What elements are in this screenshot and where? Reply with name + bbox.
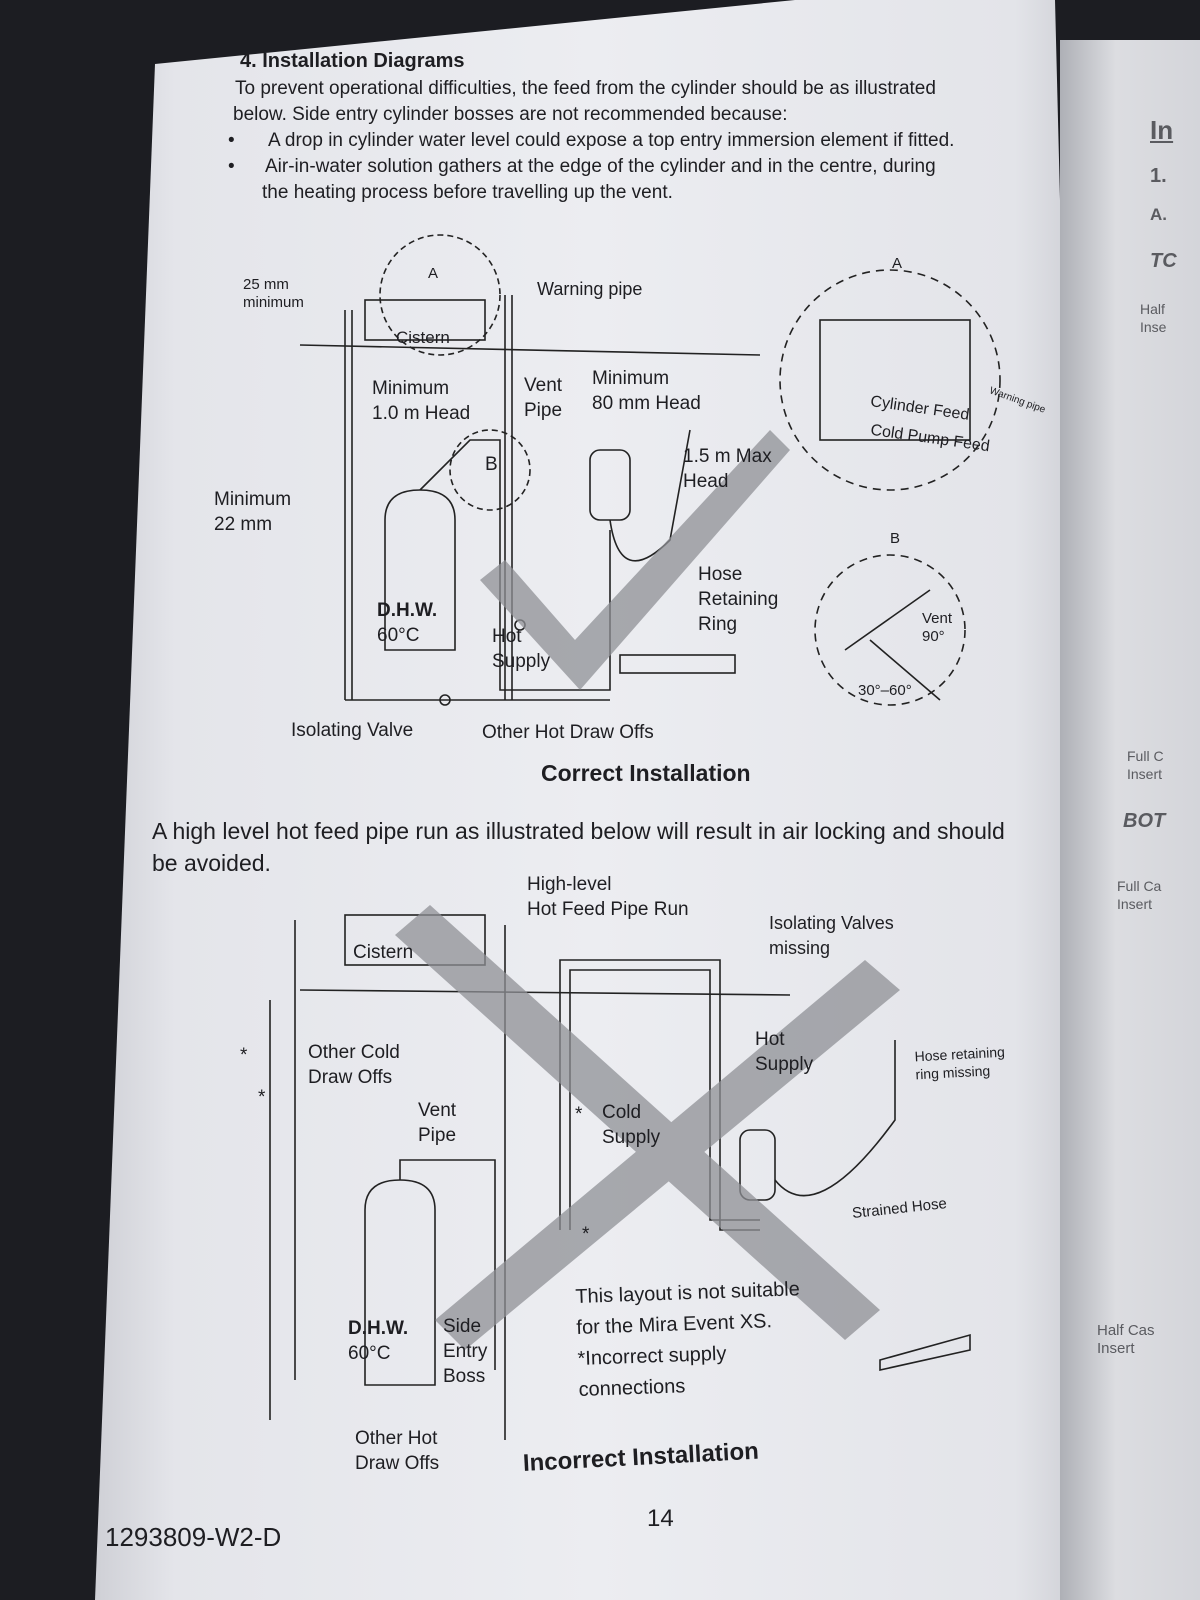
- inset-b-label: B: [890, 530, 901, 547]
- label-dhw: D.H.W.60°C: [377, 600, 438, 646]
- right-title: In: [1150, 115, 1174, 145]
- bullet-mark: •: [228, 156, 235, 177]
- label-cistern: Cistern: [353, 942, 414, 963]
- bullet-mark: •: [228, 130, 235, 151]
- warning-text-2: be avoided.: [152, 850, 271, 876]
- detail-a-circle: [379, 234, 501, 356]
- bullet-1: A drop in cylinder water level could exp…: [268, 130, 955, 151]
- intro-line-2: below. Side entry cylinder bosses are no…: [233, 104, 788, 125]
- label-cistern: Cistern: [396, 328, 450, 347]
- label-dhw: D.H.W.60°C: [348, 1318, 409, 1364]
- asterisk: *: [240, 1045, 248, 1066]
- asterisk: *: [575, 1104, 583, 1125]
- caption-correct: Correct Installation: [541, 760, 751, 786]
- doc-code: 1293809-W2-D: [105, 1522, 282, 1552]
- bullet-2: Air-in-water solution gathers at the edg…: [265, 156, 936, 177]
- right-item-1: 1.: [1150, 165, 1167, 187]
- asterisk: *: [582, 1224, 590, 1245]
- page-number: 14: [647, 1505, 674, 1532]
- bullet-2-cont: the heating process before travelling up…: [262, 182, 673, 203]
- label-other-hot: Other Hot Draw Offs: [482, 722, 654, 743]
- intro-line-1: To prevent operational difficulties, the…: [235, 78, 936, 99]
- detail-b-circle: [449, 429, 531, 511]
- label-detail-b: B: [485, 454, 498, 475]
- asterisk: *: [258, 1087, 266, 1108]
- facing-page: [1060, 40, 1200, 1600]
- cross-mark: [395, 905, 900, 1350]
- section-title: 4. Installation Diagrams: [240, 50, 465, 72]
- right-top: TC: [1150, 250, 1177, 272]
- warning-text-1: A high level hot feed pipe run as illust…: [152, 818, 1005, 844]
- inset-a-label: A: [892, 255, 903, 272]
- label-warning-pipe: Warning pipe: [537, 279, 643, 299]
- right-item-a: A.: [1150, 205, 1167, 224]
- inset-b-angle: 30°–60°: [858, 682, 912, 699]
- label-detail-a: A: [428, 265, 439, 282]
- manual-page: [95, 0, 1095, 1600]
- check-mark: [480, 430, 790, 690]
- label-isolating-valve: Isolating Valve: [291, 720, 414, 741]
- right-bottom: BOT: [1123, 810, 1166, 832]
